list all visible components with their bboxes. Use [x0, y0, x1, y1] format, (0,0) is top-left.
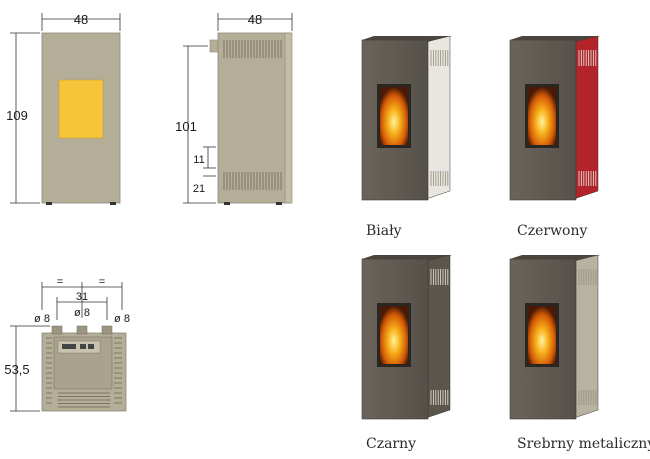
side-bottom-label: 21 — [193, 183, 205, 195]
dia-mid-label: ø 8 — [74, 307, 90, 319]
side-mid-label: 11 — [193, 154, 204, 166]
side-top-vents — [223, 40, 282, 58]
front-view: 48 109 — [6, 12, 121, 205]
variant-label-czarny: Czarny — [366, 436, 417, 452]
stove-flame — [380, 87, 408, 145]
stove-flame — [528, 306, 556, 364]
front-height-label: 109 — [6, 108, 28, 123]
pipe-right — [101, 325, 113, 335]
stove-bialy — [361, 35, 452, 201]
equal-left-label: = — [57, 276, 63, 288]
side-height-label: 101 — [175, 119, 197, 134]
side-view: 48 101 11 21 — [175, 12, 293, 205]
rear-vents — [46, 337, 122, 408]
equal-right-label: = — [99, 276, 105, 288]
side-width-label: 48 — [248, 12, 262, 27]
variant-label-srebrny: Srebrny metaliczny — [517, 436, 650, 452]
depth-label: 53,5 — [4, 362, 29, 377]
stove-srebrny — [509, 254, 600, 420]
pipe-left — [51, 325, 63, 335]
dia-left-label: ø 8 — [34, 313, 50, 325]
stove-czarny — [361, 254, 452, 420]
front-width-label: 48 — [74, 12, 88, 27]
stove-flame — [528, 87, 556, 145]
variant-label-bialy: Biały — [366, 223, 402, 239]
pipe-mid — [76, 325, 88, 335]
spacing-label: 31 — [76, 291, 88, 303]
rear-view: = = 31 ø 8 ø 8 ø 8 53,5 — [4, 276, 130, 412]
front-window — [58, 79, 104, 139]
stove-flame — [380, 306, 408, 364]
side-bottom-vents — [223, 172, 282, 190]
stove-czerwony — [509, 35, 600, 201]
dia-right-label: ø 8 — [114, 313, 130, 325]
variant-label-czerwony: Czerwony — [517, 223, 588, 239]
